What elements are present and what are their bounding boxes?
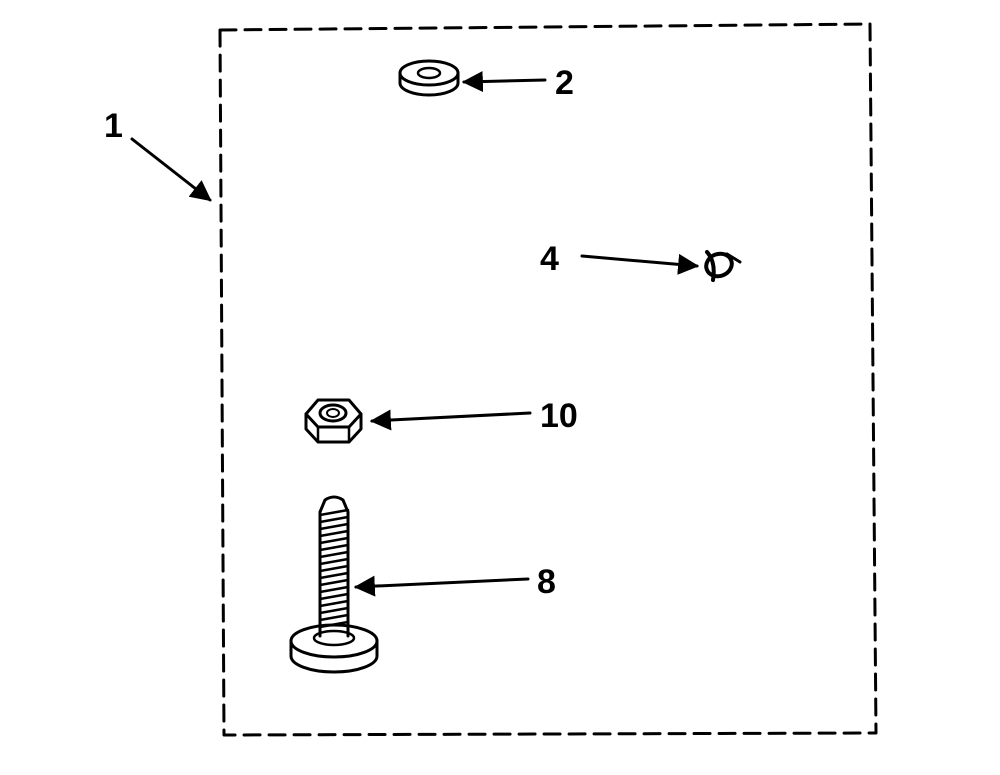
screw-thread — [318, 578, 350, 587]
screw-thread — [318, 585, 350, 594]
screw-thread — [318, 515, 350, 524]
screw-thread — [318, 592, 350, 601]
screw-thread — [318, 543, 350, 552]
callout-screw: 8 — [353, 563, 556, 601]
washer-part — [398, 59, 460, 97]
screw-thread — [318, 620, 350, 629]
screw-thread — [318, 613, 350, 622]
clip-part — [704, 250, 742, 282]
screw-thread — [318, 564, 350, 573]
screw-thread — [318, 557, 350, 566]
callout-label-washer: 2 — [555, 64, 574, 102]
screw-thread — [318, 550, 350, 559]
screw-thread — [318, 508, 350, 517]
hex-nut-part — [304, 398, 363, 444]
callout-label-kit: 1 — [104, 107, 123, 145]
screw-thread — [318, 599, 350, 608]
callout-kit: 1 — [104, 107, 212, 202]
leader-line-washer — [461, 71, 547, 93]
leader-line-screw — [353, 575, 530, 597]
callout-label-nut: 10 — [540, 397, 578, 435]
screw-part — [289, 495, 379, 674]
screw-thread — [318, 522, 350, 531]
callout-nut: 10 — [369, 397, 578, 435]
screw-thread — [318, 529, 350, 538]
callout-label-clip: 4 — [540, 240, 559, 278]
screw-thread — [318, 536, 350, 545]
screw-thread — [318, 571, 350, 580]
callout-washer: 2 — [461, 64, 574, 102]
leader-line-kit — [130, 137, 212, 202]
callout-clip: 4 — [540, 240, 700, 278]
leader-line-clip — [580, 253, 700, 275]
callout-label-screw: 8 — [537, 563, 556, 601]
screw-thread — [318, 606, 350, 615]
kit-boundary — [218, 22, 878, 737]
leader-line-nut — [369, 409, 532, 431]
